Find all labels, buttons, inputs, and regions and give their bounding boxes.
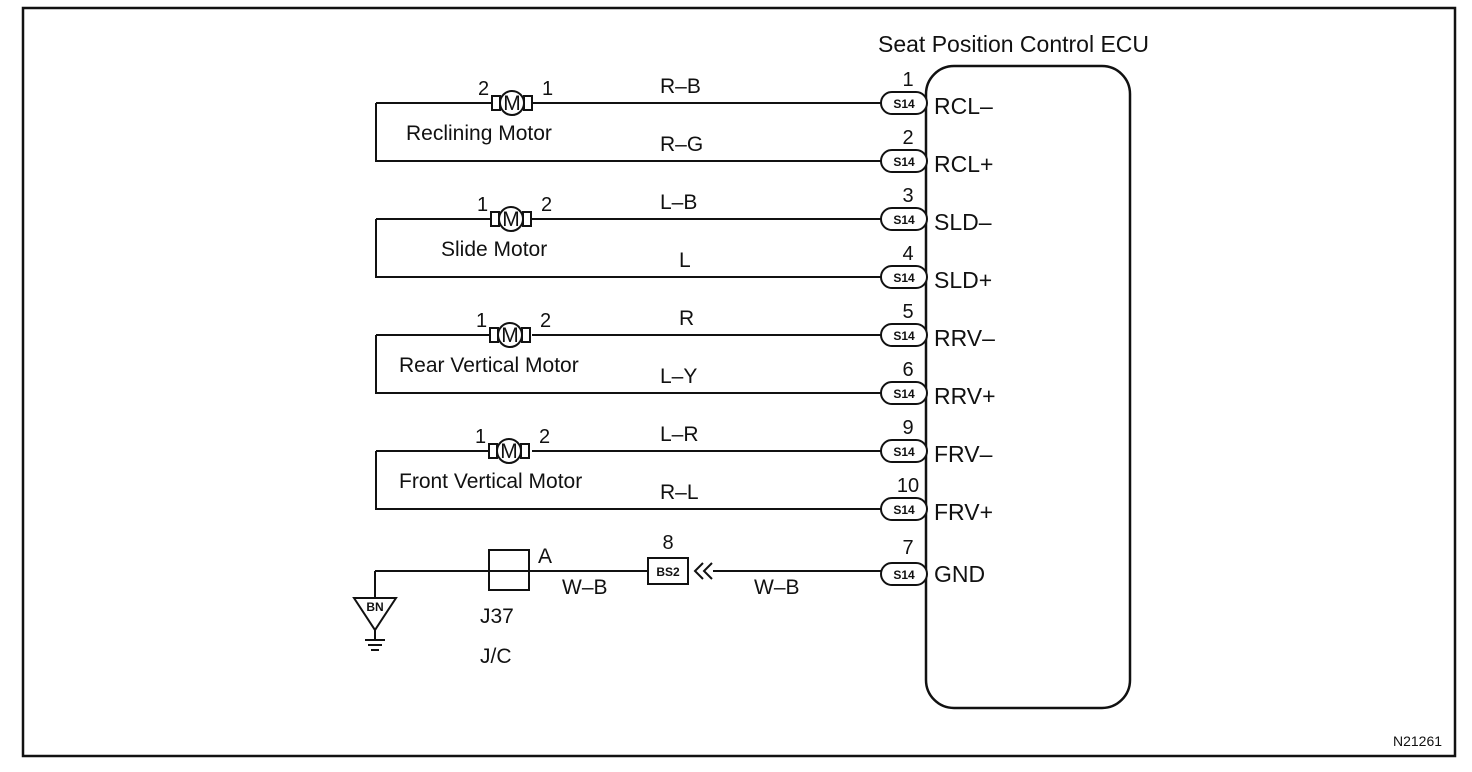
motor-left-pin: 1 bbox=[475, 426, 486, 448]
splice-label: BS2 bbox=[656, 565, 680, 579]
ecu-terminal-name: RRV+ bbox=[934, 383, 996, 409]
motor-icon: M bbox=[491, 90, 533, 116]
ground-point-label: BN bbox=[366, 600, 383, 614]
ecu-terminal-name: SLD+ bbox=[934, 267, 992, 293]
splice-pin-number: 8 bbox=[662, 532, 673, 554]
motor-right-pin: 2 bbox=[541, 194, 552, 216]
gnd-connector-code: S14 bbox=[893, 568, 915, 582]
connector-symbol bbox=[880, 497, 928, 521]
motor-return-wire bbox=[375, 103, 881, 162]
gnd-connector-arrows bbox=[693, 562, 713, 580]
gnd-connector-symbol bbox=[880, 562, 928, 586]
connector-code: S14 bbox=[893, 387, 915, 401]
figure-reference: N21261 bbox=[1393, 733, 1442, 749]
ecu-terminal-name: SLD– bbox=[934, 209, 992, 235]
motor-glyph: M bbox=[500, 440, 518, 463]
ecu-pin-number: 1 bbox=[902, 69, 913, 91]
ecu-pin-number: 6 bbox=[902, 359, 913, 381]
ecu-terminal-name: FRV– bbox=[934, 441, 993, 467]
motor-left-pin: 2 bbox=[478, 78, 489, 100]
motor-label: Front Vertical Motor bbox=[399, 470, 582, 493]
connector-code: S14 bbox=[893, 271, 915, 285]
motor-right-pin: 2 bbox=[539, 426, 550, 448]
connector-symbol bbox=[880, 149, 928, 173]
jc-name: J37 bbox=[480, 605, 514, 628]
ecu-pin-number: 4 bbox=[902, 243, 913, 265]
diagram-frame bbox=[21, 6, 1457, 758]
motor-right-pin: 1 bbox=[542, 78, 553, 100]
ecu-terminal-name: RRV– bbox=[934, 325, 995, 351]
ecu-terminal-name: RCL– bbox=[934, 93, 993, 119]
wire-color-code: R–G bbox=[660, 133, 703, 156]
motor-right-pin: 2 bbox=[540, 310, 551, 332]
ecu-pin-number: 5 bbox=[902, 301, 913, 323]
ecu-pin-number: 3 bbox=[902, 185, 913, 207]
connector-code: S14 bbox=[893, 503, 915, 517]
ground-triangle bbox=[352, 597, 398, 632]
wire-color-code: L–R bbox=[660, 423, 699, 446]
motor-icon: M bbox=[488, 438, 530, 464]
connector-symbol bbox=[880, 207, 928, 231]
ground-circuit: 7 S14 GND W–B BS2 8 W–B A J37 J/C BN bbox=[352, 532, 985, 668]
wire-color-code: L bbox=[679, 249, 691, 272]
connector-symbol bbox=[880, 381, 928, 405]
wire-color-code: R bbox=[679, 307, 694, 330]
gnd-terminal-name: GND bbox=[934, 561, 985, 587]
motor-return-wire bbox=[375, 219, 881, 278]
connector-code: S14 bbox=[893, 329, 915, 343]
ground-symbol-icon bbox=[365, 630, 385, 651]
connector-symbol bbox=[880, 323, 928, 347]
motor-icon: M bbox=[490, 206, 532, 232]
motor-left-pin: 1 bbox=[476, 310, 487, 332]
ecu-title: Seat Position Control ECU bbox=[878, 31, 1149, 57]
ecu-pin-number: 10 bbox=[897, 475, 919, 497]
motor-return-wire bbox=[375, 451, 881, 510]
motor-label: Reclining Motor bbox=[406, 122, 552, 145]
connector-symbol bbox=[880, 91, 928, 115]
wire-color-code: R–L bbox=[660, 481, 699, 504]
motor-icon: M bbox=[489, 322, 531, 348]
wire-color-code: R–B bbox=[660, 75, 701, 98]
connector-code: S14 bbox=[893, 213, 915, 227]
connector-symbol bbox=[880, 265, 928, 289]
ecu-pin-number: 9 bbox=[902, 417, 913, 439]
motor-return-wire bbox=[375, 335, 881, 394]
motor-glyph: M bbox=[502, 208, 520, 231]
connector-symbol bbox=[880, 439, 928, 463]
connector-code: S14 bbox=[893, 445, 915, 459]
connector-code: S14 bbox=[893, 155, 915, 169]
motor-glyph: M bbox=[503, 92, 521, 115]
motor-left-pin: 1 bbox=[477, 194, 488, 216]
gnd-wire-color-jc: W–B bbox=[562, 576, 608, 599]
connector-code: S14 bbox=[893, 97, 915, 111]
ecu-terminal-name: FRV+ bbox=[934, 499, 993, 525]
gnd-wire-color-ecu: W–B bbox=[754, 576, 800, 599]
wire-color-code: L–B bbox=[660, 191, 697, 214]
ecu-pin-number: 2 bbox=[902, 127, 913, 149]
motor-glyph: M bbox=[501, 324, 519, 347]
motor-label: Slide Motor bbox=[441, 238, 547, 261]
jc-type: J/C bbox=[480, 645, 512, 668]
motor-label: Rear Vertical Motor bbox=[399, 354, 579, 377]
wire-color-code: L–Y bbox=[660, 365, 697, 388]
ecu-terminal-name: RCL+ bbox=[934, 151, 993, 177]
gnd-pin-number: 7 bbox=[902, 537, 913, 559]
jc-terminal-letter: A bbox=[538, 545, 552, 568]
